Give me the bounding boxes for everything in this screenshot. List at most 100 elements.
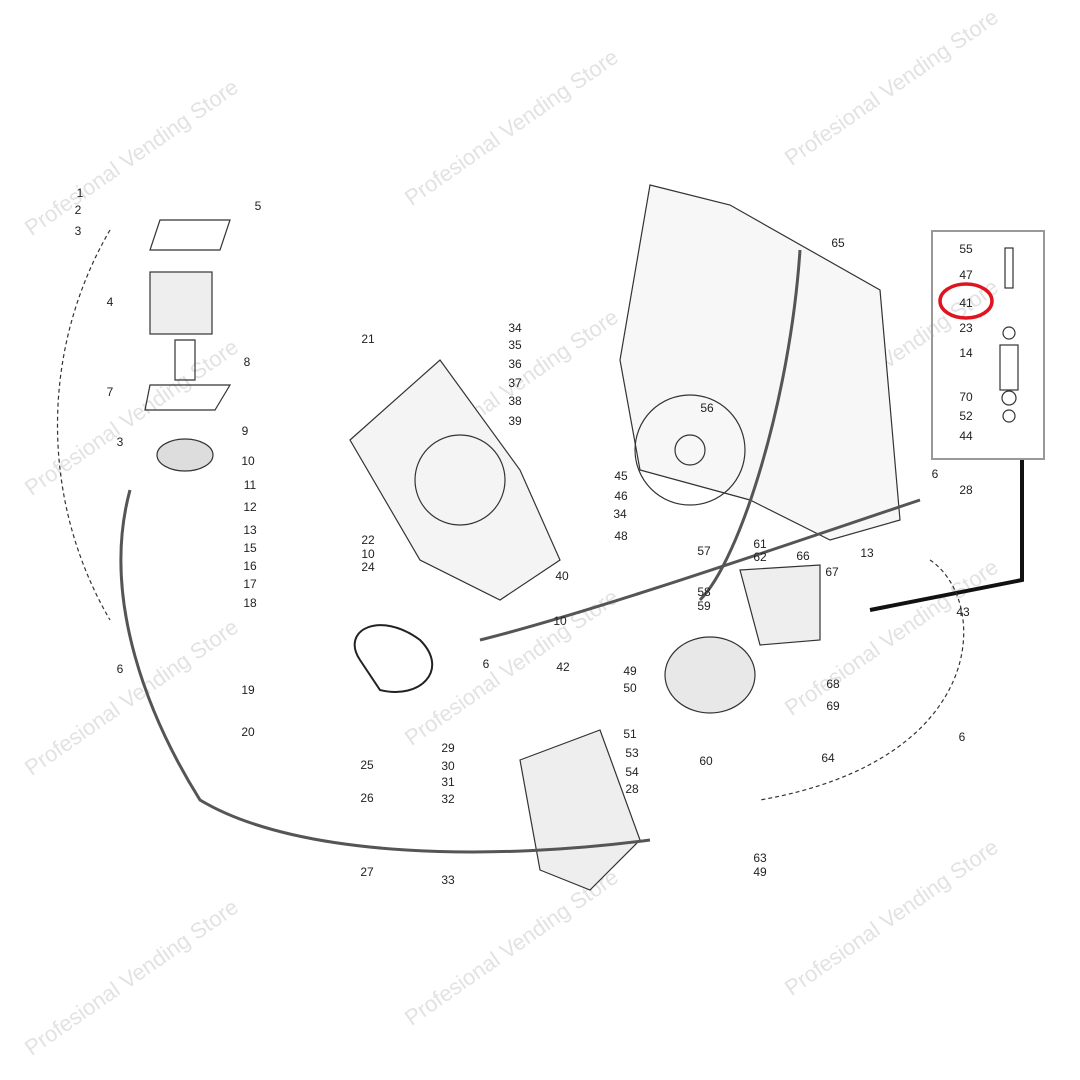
part-label-40: 40 [555, 569, 569, 583]
part-label-34: 34 [508, 321, 522, 335]
part-label-6: 6 [931, 467, 939, 481]
pump [156, 438, 214, 472]
boiler [664, 636, 756, 714]
part-label-64: 64 [821, 751, 835, 765]
part-label-29: 29 [441, 741, 455, 755]
part-label-9: 9 [241, 424, 249, 438]
part-label-22: 22 [361, 533, 375, 547]
part-label-20: 20 [241, 725, 255, 739]
part-label-67: 67 [825, 565, 839, 579]
part-label-6: 6 [958, 730, 966, 744]
highlight-circle-41 [938, 282, 994, 320]
part-label-13: 13 [243, 523, 257, 537]
part-label-34: 34 [613, 507, 627, 521]
solenoid-valve [149, 271, 213, 335]
part-label-6: 6 [482, 657, 490, 671]
detail-inset-box [931, 230, 1045, 460]
part-label-66: 66 [796, 549, 810, 563]
part-label-53: 53 [625, 746, 639, 760]
part-label-35: 35 [508, 338, 522, 352]
part-label-26: 26 [360, 791, 374, 805]
part-label-23: 23 [959, 321, 973, 335]
gear [634, 394, 746, 506]
hose-dashed [57, 229, 111, 621]
part-label-51: 51 [623, 727, 637, 741]
part-label-56: 56 [700, 401, 714, 415]
part-label-17: 17 [243, 577, 257, 591]
brew-housing [349, 359, 561, 601]
part-label-3: 3 [74, 224, 82, 238]
part-label-68: 68 [826, 677, 840, 691]
part-label-58: 58 [697, 585, 711, 599]
part-label-50: 50 [623, 681, 637, 695]
part-label-62: 62 [753, 550, 767, 564]
part-label-45: 45 [614, 469, 628, 483]
part-label-41: 41 [959, 296, 973, 310]
part-label-33: 33 [441, 873, 455, 887]
part-label-24: 24 [361, 560, 375, 574]
part-label-43: 43 [956, 605, 970, 619]
part-label-25: 25 [360, 758, 374, 772]
part-label-70: 70 [959, 390, 973, 404]
part-label-2: 2 [74, 203, 82, 217]
part-label-11: 11 [243, 478, 257, 492]
part-label-47: 47 [959, 268, 973, 282]
part-label-36: 36 [508, 357, 522, 371]
part-label-15: 15 [243, 541, 257, 555]
hose [698, 249, 802, 602]
part-label-49: 49 [623, 664, 637, 678]
part-label-37: 37 [508, 376, 522, 390]
part-label-5: 5 [254, 199, 262, 213]
part-label-65: 65 [831, 236, 845, 250]
part-label-54: 54 [625, 765, 639, 779]
part-label-16: 16 [243, 559, 257, 573]
part-label-3: 3 [116, 435, 124, 449]
grinder-motor [739, 564, 821, 646]
part-label-27: 27 [360, 865, 374, 879]
brew-disc [414, 434, 506, 526]
dispenser [519, 729, 641, 891]
part-label-46: 46 [614, 489, 628, 503]
part-label-1: 1 [76, 186, 84, 200]
part-label-48: 48 [614, 529, 628, 543]
part-label-8: 8 [243, 355, 251, 369]
part-label-60: 60 [699, 754, 713, 768]
part-label-52: 52 [959, 409, 973, 423]
part-label-39: 39 [508, 414, 522, 428]
part-label-4: 4 [106, 295, 114, 309]
part-label-69: 69 [826, 699, 840, 713]
part-label-10: 10 [553, 614, 567, 628]
part-label-31: 31 [441, 775, 455, 789]
part-label-28: 28 [959, 483, 973, 497]
part-label-10: 10 [241, 454, 255, 468]
part-label-61: 61 [753, 537, 767, 551]
inset-connector [869, 460, 1024, 612]
part-label-59: 59 [697, 599, 711, 613]
main-frame [619, 184, 901, 541]
part-label-32: 32 [441, 792, 455, 806]
part-label-44: 44 [959, 429, 973, 443]
valve-body [144, 219, 232, 411]
hose-dashed [759, 559, 965, 801]
part-label-18: 18 [243, 596, 257, 610]
part-label-55: 55 [959, 242, 973, 256]
part-label-28: 28 [625, 782, 639, 796]
cable [353, 624, 434, 693]
part-label-7: 7 [106, 385, 114, 399]
part-label-42: 42 [556, 660, 570, 674]
hose [119, 489, 651, 854]
part-label-30: 30 [441, 759, 455, 773]
part-label-19: 19 [241, 683, 255, 697]
part-label-13: 13 [860, 546, 874, 560]
part-label-49: 49 [753, 865, 767, 879]
part-label-63: 63 [753, 851, 767, 865]
part-label-10: 10 [361, 547, 375, 561]
part-label-21: 21 [361, 332, 375, 346]
part-label-6: 6 [116, 662, 124, 676]
hose [479, 498, 921, 642]
part-label-14: 14 [959, 346, 973, 360]
part-label-38: 38 [508, 394, 522, 408]
part-label-12: 12 [243, 500, 257, 514]
